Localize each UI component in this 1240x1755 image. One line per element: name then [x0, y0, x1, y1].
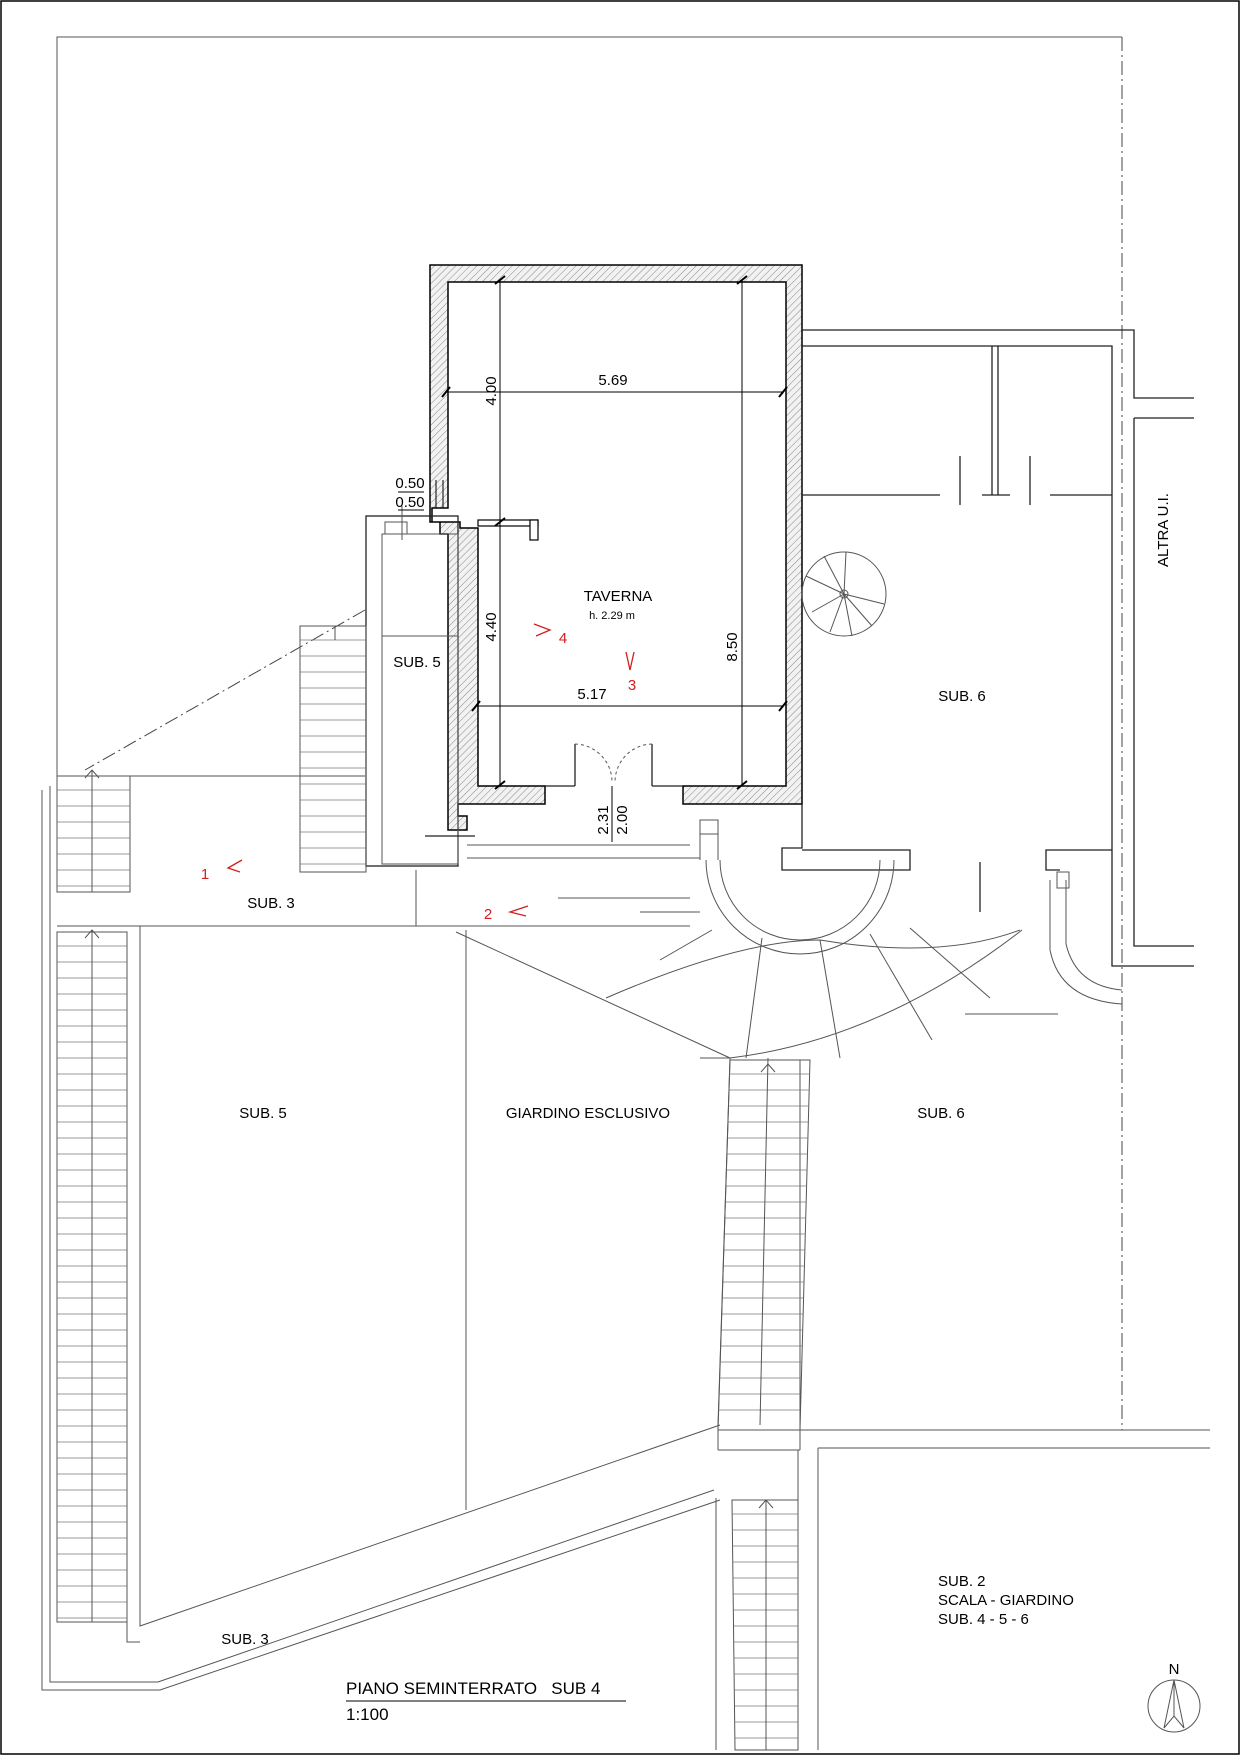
dim-label-050-b: 0.50 — [395, 494, 424, 511]
photo-point-4: 4 — [559, 630, 567, 647]
area-label-sub2-line3: SUB. 4 - 5 - 6 — [938, 1611, 1029, 1628]
property-line-diagonal — [84, 609, 366, 771]
courtyard-curves — [455, 819, 1123, 1426]
photo-point-3: 3 — [628, 677, 636, 694]
drawing-title: PIANO SEMINTERRATO SUB 4 — [346, 1679, 600, 1698]
north-arrow — [1147, 1679, 1201, 1733]
drawing-scale: 1:100 — [346, 1705, 389, 1724]
dim-label-569: 5.69 — [598, 372, 627, 389]
room-label-taverna: TAVERNA — [584, 588, 653, 605]
stairs-center — [717, 1057, 811, 1431]
dim-label-850: 8.50 — [724, 632, 741, 661]
area-label-giardino: GIARDINO ESCLUSIVO — [506, 1105, 670, 1122]
room-label-sub5: SUB. 5 — [393, 654, 441, 671]
label-altra-ui: ALTRA U.I. — [1155, 493, 1172, 567]
area-label-sub2-line2: SCALA - GIARDINO — [938, 1592, 1074, 1609]
plot-boundary — [56, 36, 1122, 776]
area-label-sub3-bottom: SUB. 3 — [221, 1631, 269, 1648]
north-label: N — [1169, 1661, 1180, 1678]
stairs-bottom — [731, 1499, 799, 1751]
photo-point-1: 1 — [201, 866, 209, 883]
room-label-sub6: SUB. 6 — [938, 688, 986, 705]
sub5-room-outline — [365, 506, 700, 867]
room-height-label: h. 2.29 m — [589, 610, 635, 622]
area-label-sub2-line1: SUB. 2 — [938, 1573, 986, 1590]
sub6-outline — [781, 329, 1194, 967]
dimension-lines — [398, 275, 788, 842]
dim-label-440: 4.40 — [483, 612, 500, 641]
dim-label-050-a: 0.50 — [395, 475, 424, 492]
dim-label-231: 2.31 — [595, 805, 612, 834]
taverna-door — [545, 743, 683, 787]
photo-point-arrows — [226, 623, 635, 917]
stairs-left-mid — [56, 769, 131, 893]
stairs-left-long — [56, 929, 128, 1623]
dim-label-517: 5.17 — [577, 686, 606, 703]
taverna-walls — [429, 264, 803, 831]
spiral-stair — [801, 551, 887, 637]
dim-label-400: 4.00 — [483, 376, 500, 405]
area-label-sub6-garden: SUB. 6 — [917, 1105, 965, 1122]
area-label-sub5-garden: SUB. 5 — [239, 1105, 287, 1122]
stairs-left-upper — [299, 625, 367, 873]
dim-label-200: 2.00 — [614, 805, 631, 834]
area-label-sub3-top: SUB. 3 — [247, 895, 295, 912]
photo-point-2: 2 — [484, 906, 492, 923]
